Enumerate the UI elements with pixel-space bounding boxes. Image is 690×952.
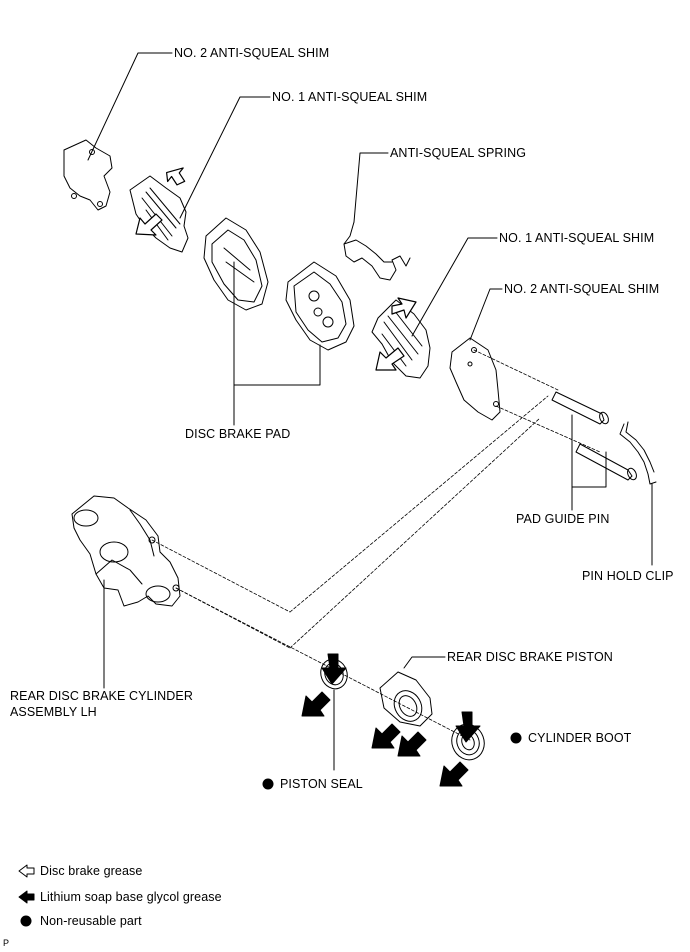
disc-brake-pad-2 [285, 261, 355, 351]
legend-dot-icon [20, 915, 32, 927]
label-disc-brake-pad: DISC BRAKE PAD [185, 427, 291, 441]
label-piston-seal: PISTON SEAL [280, 777, 363, 791]
legend-non-reusable: Non-reusable part [40, 914, 142, 928]
grease-arrow-outline-4 [375, 347, 405, 371]
grease-arrow-solid-6 [439, 761, 469, 787]
rear-disc-brake-piston [379, 671, 433, 727]
legend-solid-arrow-icon [18, 890, 35, 904]
rear-disc-brake-cylinder-assembly [71, 495, 181, 607]
label-cylinder-assembly-line2: ASSEMBLY LH [10, 705, 97, 719]
legend-outline-arrow-icon [18, 864, 35, 878]
legend-symbols [18, 864, 35, 927]
label-no2-anti-squeal-shim-right: NO. 2 ANTI-SQUEAL SHIM [504, 282, 660, 296]
disc-brake-grease-arrows [135, 167, 417, 371]
pad-guide-pin-lower [575, 443, 637, 481]
pin-hold-clip [619, 421, 657, 485]
grease-arrow-outline-2 [135, 213, 163, 236]
pad-guide-pin-upper [551, 391, 609, 425]
legend-disc-brake-grease: Disc brake grease [40, 864, 143, 878]
label-no1-anti-squeal-shim-right: NO. 1 ANTI-SQUEAL SHIM [499, 231, 655, 245]
no1-anti-squeal-shim-right [371, 299, 431, 379]
grease-arrow-solid-5 [455, 711, 481, 743]
label-cylinder-assembly-line1: REAR DISC BRAKE CYLINDER [10, 689, 193, 703]
label-pin-hold-clip: PIN HOLD CLIP [582, 569, 674, 583]
label-rear-disc-brake-piston: REAR DISC BRAKE PISTON [447, 650, 613, 664]
non-reusable-dot-piston-seal [262, 778, 274, 790]
lithium-grease-arrows [301, 653, 481, 787]
leader-lines [87, 52, 653, 771]
grease-arrow-solid-2 [301, 691, 331, 717]
footer-code: P [3, 938, 10, 948]
label-cylinder-boot: CYLINDER BOOT [528, 731, 632, 745]
alignment-lines [151, 349, 601, 741]
no1-anti-squeal-shim-left [129, 175, 189, 253]
label-pad-guide-pin: PAD GUIDE PIN [516, 512, 610, 526]
grease-arrow-solid-1 [321, 653, 347, 685]
anti-squeal-spring [343, 221, 411, 281]
non-reusable-dot-cylinder-boot [510, 732, 522, 744]
grease-arrow-solid-4 [397, 731, 427, 757]
label-anti-squeal-spring: ANTI-SQUEAL SPRING [390, 146, 527, 160]
grease-arrow-outline-1 [166, 167, 186, 186]
legend-lithium-grease: Lithium soap base glycol grease [40, 890, 222, 904]
grease-arrow-outline-3 [391, 297, 417, 319]
no2-anti-squeal-shim-right [449, 337, 501, 421]
no2-anti-squeal-shim-left [63, 139, 113, 211]
label-no1-anti-squeal-shim-left: NO. 1 ANTI-SQUEAL SHIM [272, 90, 428, 104]
grease-arrow-solid-3 [371, 723, 401, 749]
disc-brake-pad-1 [203, 217, 269, 311]
label-no2-anti-squeal-shim-left: NO. 2 ANTI-SQUEAL SHIM [174, 46, 330, 60]
